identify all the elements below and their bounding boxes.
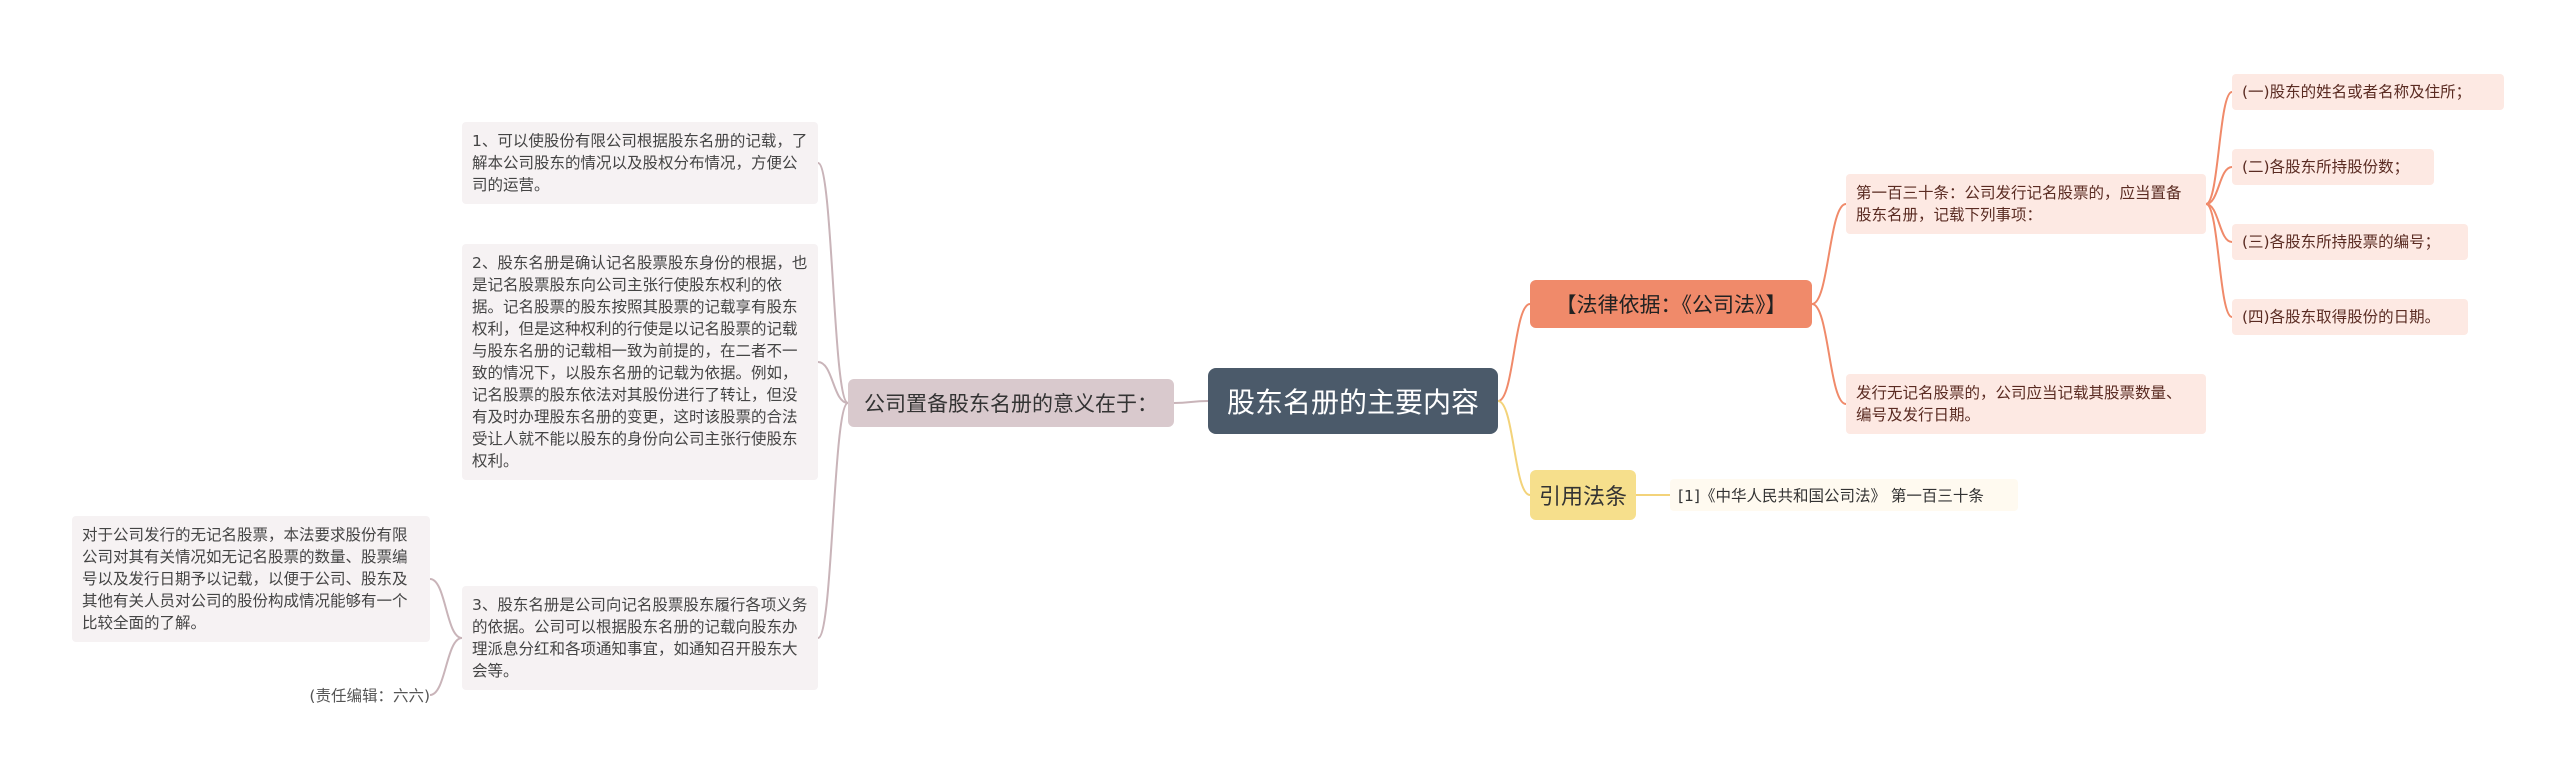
connector (1173, 400, 1209, 404)
significance-topic[interactable]: 公司置备股东名册的意义在于： (848, 379, 1174, 427)
article-130[interactable]: 第一百三十条：公司发行记名股票的，应当置备股东名册，记载下列事项： (1846, 174, 2206, 234)
citation-item[interactable]: [1]《中华人民共和国公司法》 第一百三十条 (1670, 479, 2018, 511)
significance-item-3[interactable]: 3、股东名册是公司向记名股票股东履行各项义务的依据。公司可以根据股东名册的记载向… (462, 586, 818, 690)
connector (817, 162, 849, 404)
connector (2205, 203, 2233, 318)
connector (1497, 303, 1531, 402)
connector (1811, 303, 1847, 405)
article-130-item-3[interactable]: (三)各股东所持股票的编号； (2232, 224, 2468, 260)
connector (817, 361, 849, 404)
unregistered-stock-note[interactable]: 对于公司发行的无记名股票，本法要求股份有限公司对其有关情况如无记名股票的数量、股… (72, 516, 430, 642)
citation-topic[interactable]: 引用法条 (1530, 470, 1636, 520)
connector (429, 578, 463, 639)
connector (1497, 400, 1531, 496)
article-130-item-4[interactable]: (四)各股东取得股份的日期。 (2232, 299, 2468, 335)
connector (2205, 91, 2233, 205)
legal-basis-topic[interactable]: 【法律依据：《公司法》】 (1530, 280, 1812, 328)
root-topic[interactable]: 股东名册的主要内容 (1208, 368, 1498, 434)
significance-item-2[interactable]: 2、股东名册是确认记名股票股东身份的根据，也是记名股票股东向公司主张行使股东权利… (462, 244, 818, 480)
connector (817, 402, 849, 639)
unregistered-stock-rule[interactable]: 发行无记名股票的，公司应当记载其股票数量、编号及发行日期。 (1846, 374, 2206, 434)
connector (2205, 166, 2233, 205)
connector (1811, 203, 1847, 305)
article-130-item-1[interactable]: (一)股东的姓名或者名称及住所； (2232, 74, 2504, 110)
editor-credit[interactable]: (责任编辑：六六) (309, 687, 430, 705)
connector (429, 637, 463, 696)
article-130-item-2[interactable]: (二)各股东所持股份数； (2232, 149, 2434, 185)
significance-item-1[interactable]: 1、可以使股份有限公司根据股东名册的记载，了解本公司股东的情况以及股权分布情况，… (462, 122, 818, 204)
